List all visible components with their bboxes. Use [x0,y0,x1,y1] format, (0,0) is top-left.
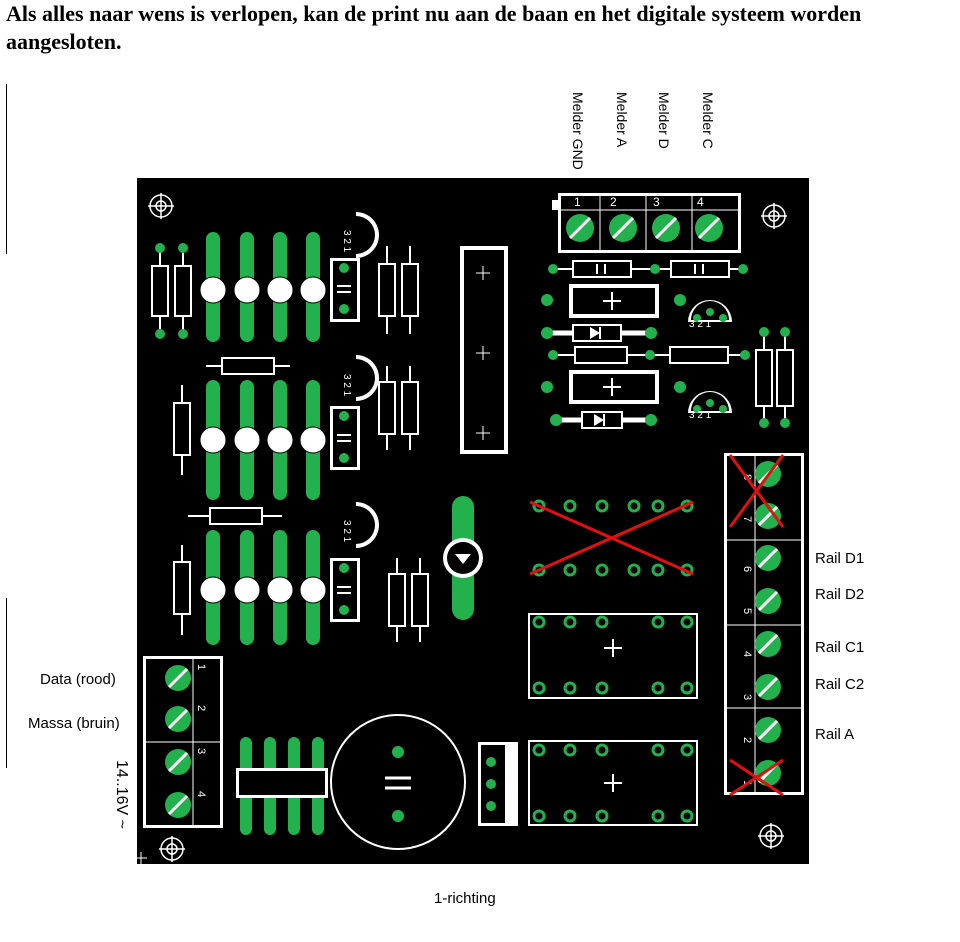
transistor-pin-label: 3 2 1 [341,230,352,253]
transistor [688,391,732,413]
top-pin-number: 4 [697,195,704,209]
resistor [553,260,743,278]
power-terminal [143,656,223,828]
right-pin-number: 5 [741,608,753,614]
rail-c2-label: Rail C2 [815,676,865,693]
capacitor [330,558,360,622]
capacitor [541,284,686,318]
page-edge-mark [6,84,7,254]
diode [541,324,657,342]
voltage-regulator [478,742,518,826]
resistor [173,357,290,635]
relay-pads [532,615,694,823]
resistor [151,248,192,334]
unused-cross [728,454,785,797]
transistor [356,355,380,401]
melder-c-label: Melder C [700,92,716,149]
resistor [378,246,429,642]
top-pin-number: 2 [610,195,617,209]
right-pin-number: 2 [741,737,753,743]
transistor-pin-label: 3 2 1 [341,374,352,397]
melder-gnd-label: Melder GND [570,92,586,170]
mounting-hole [758,823,784,849]
left-pin-number: 4 [195,791,207,797]
capacitor [541,370,686,404]
capacitor [330,406,360,470]
ic-chip [460,246,508,454]
bottom-label: 1-richting [434,890,496,907]
corner-mark [136,852,147,864]
relay [528,740,698,826]
rail-d1-label: Rail D1 [815,550,865,567]
left-pin-number: 2 [195,705,207,711]
relay [528,613,698,699]
resistor [755,332,794,423]
transistor [688,300,732,322]
electrolytic-capacitor [330,714,466,850]
rail-d2-label: Rail D2 [815,586,865,603]
data-label: Data (rood) [40,671,116,688]
mounting-hole [761,203,787,229]
melder-a-label: Melder A [614,92,630,148]
diode-bridge [236,737,328,835]
capacitor [330,258,360,322]
intro-text: Als alles naar wens is verlopen, kan de … [6,1,862,54]
right-pin-number: 3 [741,694,753,700]
top-connector [552,193,741,253]
diode [443,496,483,620]
page-edge-mark [6,598,7,768]
voltage-label: 14..16V ~ [113,760,130,829]
transistor-pin-label: 3 2 1 [689,410,712,421]
right-pin-number: 4 [741,651,753,657]
unused-cross [529,500,694,576]
diode [550,411,657,429]
left-pin-number: 3 [195,748,207,754]
right-pin-number: 6 [741,566,753,572]
transistor [356,502,379,548]
melder-d-label: Melder D [656,92,672,149]
massa-label: Massa (bruin) [28,715,120,732]
rail-a-label: Rail A [815,726,855,743]
right-pin-number: 7 [741,516,753,522]
top-pin-number: 1 [574,195,581,209]
rail-c1-label: Rail C1 [815,639,865,656]
rail-terminal [724,453,804,795]
mounting-hole [148,193,174,219]
unused-pads [532,499,694,577]
top-pin-number: 3 [653,195,660,209]
transistor-pin-label: 3 2 1 [689,319,712,330]
transistor-pin-label: 3 2 1 [341,520,352,543]
mounting-hole [159,836,185,862]
transistor [356,212,379,258]
diode-bridge [199,276,327,604]
left-pin-number: 1 [195,664,207,670]
